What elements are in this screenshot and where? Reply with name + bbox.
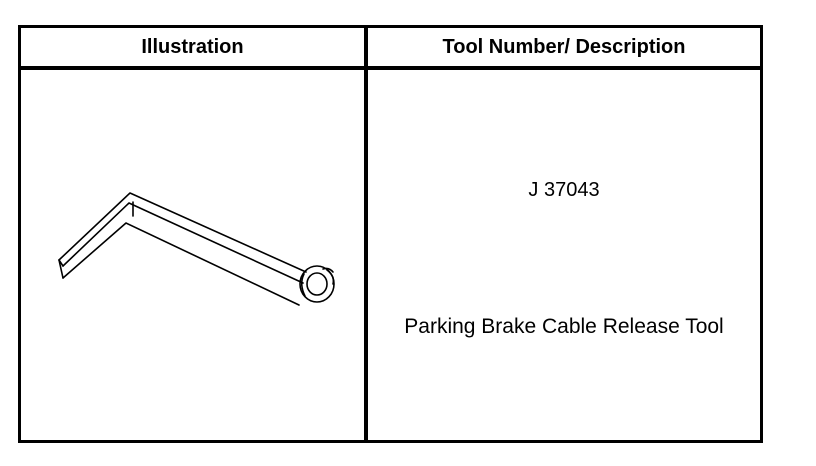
description-cell: J 37043 Parking Brake Cable Release Tool bbox=[368, 70, 760, 440]
header-tool-number-description: Tool Number/ Description bbox=[442, 35, 686, 58]
header-illustration: Illustration bbox=[141, 35, 244, 58]
tool-number: J 37043 bbox=[528, 179, 600, 201]
illustration-cell bbox=[21, 70, 364, 440]
tool-description: Parking Brake Cable Release Tool bbox=[404, 315, 724, 338]
header-divider bbox=[21, 66, 760, 70]
column-divider bbox=[364, 28, 368, 440]
tool-table: Illustration Tool Number/ Description bbox=[18, 25, 763, 443]
parking-brake-release-tool-icon bbox=[58, 192, 335, 306]
